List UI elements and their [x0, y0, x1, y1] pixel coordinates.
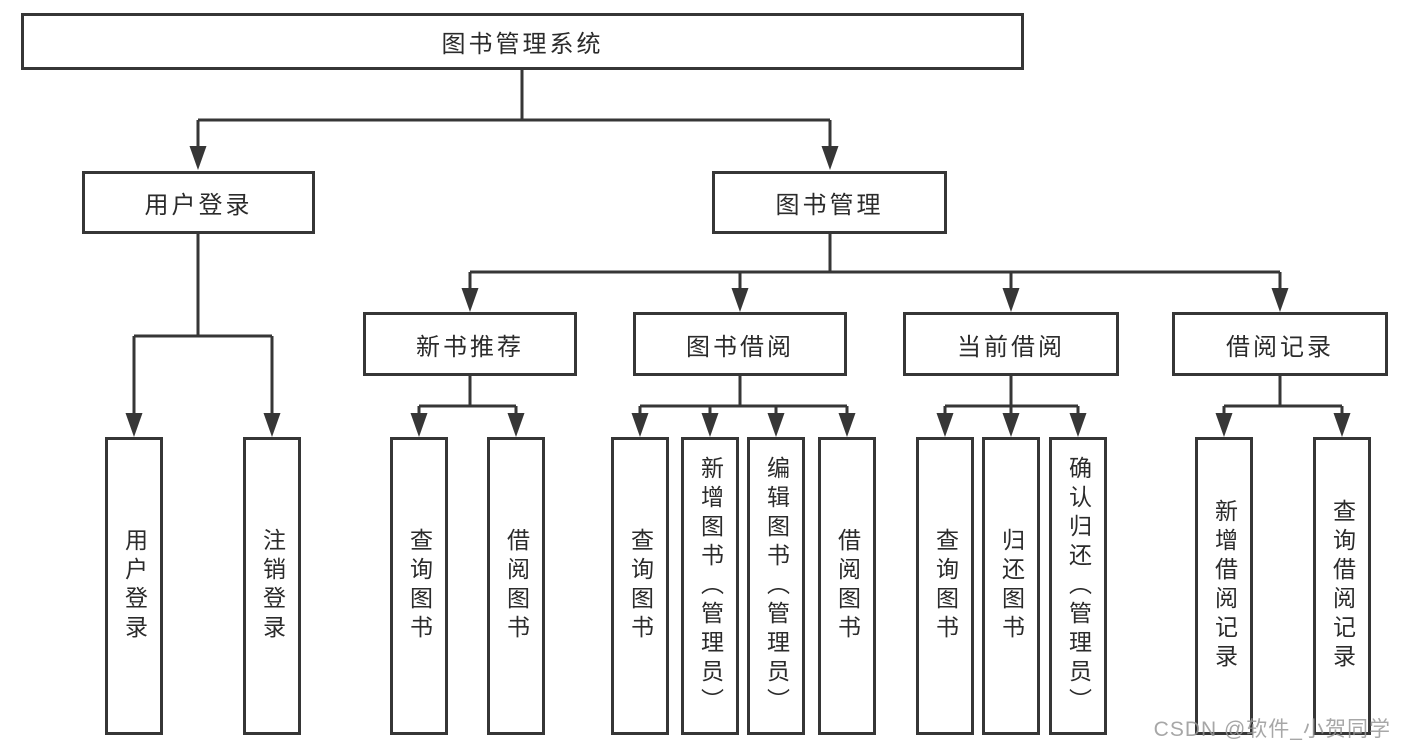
connector-book-management-to-level3 — [468, 234, 1282, 292]
node-book-borrow-label: 图书借阅 — [686, 333, 794, 361]
leaf-return-books: 归还图书 — [982, 437, 1040, 735]
leaf-confirm-return-admin: 确认归还（管理员） — [1049, 437, 1107, 735]
leaf-return-books-label: 归还图书 — [998, 528, 1025, 644]
arrow-icon — [410, 413, 428, 437]
arrow-icon — [189, 146, 207, 170]
csdn-watermark: CSDN @软件_小贺同学 — [1153, 718, 1391, 741]
connector-user-login-to-leaves — [132, 234, 274, 417]
arrow-icon — [631, 413, 649, 437]
leaf-query-borrow-record-label: 查询借阅记录 — [1329, 499, 1356, 673]
node-user-login-label: 用户登录 — [144, 192, 253, 219]
node-user-login: 用户登录 — [82, 171, 315, 234]
node-borrow-records: 借阅记录 — [1172, 312, 1388, 376]
arrow-icon — [507, 413, 525, 437]
leaf-add-borrow-record: 新增借阅记录 — [1195, 437, 1253, 735]
leaf-edit-books-admin-label: 编辑图书（管理员） — [763, 455, 790, 717]
leaf-query-books-borrow: 查询图书 — [611, 437, 669, 735]
connector-root-to-level2 — [196, 70, 832, 150]
node-current-borrow-label: 当前借阅 — [957, 333, 1065, 361]
arrow-icon — [936, 413, 954, 437]
leaf-query-books-recommend-label: 查询图书 — [406, 528, 433, 644]
connector-borrow-records-to-leaves — [1222, 376, 1344, 417]
node-root-label: 图书管理系统 — [441, 31, 604, 58]
node-current-borrow: 当前借阅 — [903, 312, 1119, 376]
leaf-add-borrow-record-label: 新增借阅记录 — [1211, 499, 1238, 673]
node-book-management-label: 图书管理 — [775, 192, 884, 219]
node-book-management: 图书管理 — [712, 171, 947, 234]
arrow-icon — [767, 413, 785, 437]
arrow-icon — [1215, 413, 1233, 437]
leaf-user-login: 用户登录 — [105, 437, 163, 735]
arrow-icon — [125, 413, 143, 437]
arrow-icon — [1271, 288, 1289, 312]
arrow-icon — [1333, 413, 1351, 437]
leaf-logout: 注销登录 — [243, 437, 301, 735]
leaf-query-books-borrow-label: 查询图书 — [627, 528, 654, 644]
leaf-borrow-books-recommend: 借阅图书 — [487, 437, 545, 735]
connector-new-book-recommend-to-leaves — [417, 376, 518, 417]
leaf-query-books-recommend: 查询图书 — [390, 437, 448, 735]
leaf-confirm-return-admin-label: 确认归还（管理员） — [1065, 455, 1092, 717]
leaf-query-books-current-label: 查询图书 — [932, 528, 959, 644]
node-book-borrow: 图书借阅 — [633, 312, 847, 376]
leaf-logout-label: 注销登录 — [259, 528, 286, 644]
leaf-borrow-books: 借阅图书 — [818, 437, 876, 735]
connector-current-borrow-to-leaves — [943, 376, 1080, 417]
leaf-add-books-admin-label: 新增图书（管理员） — [697, 455, 724, 717]
leaf-borrow-books-label: 借阅图书 — [834, 528, 861, 644]
arrow-icon — [1002, 413, 1020, 437]
node-root: 图书管理系统 — [21, 13, 1024, 70]
arrow-icon — [838, 413, 856, 437]
arrow-icon — [731, 288, 749, 312]
node-new-book-recommend: 新书推荐 — [363, 312, 577, 376]
leaf-borrow-books-recommend-label: 借阅图书 — [503, 528, 530, 644]
leaf-query-books-current: 查询图书 — [916, 437, 974, 735]
leaf-user-login-label: 用户登录 — [121, 528, 148, 644]
arrow-icon — [263, 413, 281, 437]
arrow-icon — [1002, 288, 1020, 312]
arrow-icon — [461, 288, 479, 312]
leaf-query-borrow-record: 查询借阅记录 — [1313, 437, 1371, 735]
leaf-add-books-admin: 新增图书（管理员） — [681, 437, 739, 735]
arrow-icon — [701, 413, 719, 437]
leaf-edit-books-admin: 编辑图书（管理员） — [747, 437, 805, 735]
arrow-icon — [821, 146, 839, 170]
node-borrow-records-label: 借阅记录 — [1226, 333, 1334, 361]
connector-book-borrow-to-leaves — [638, 376, 849, 417]
arrow-icon — [1069, 413, 1087, 437]
node-new-book-recommend-label: 新书推荐 — [416, 333, 524, 361]
